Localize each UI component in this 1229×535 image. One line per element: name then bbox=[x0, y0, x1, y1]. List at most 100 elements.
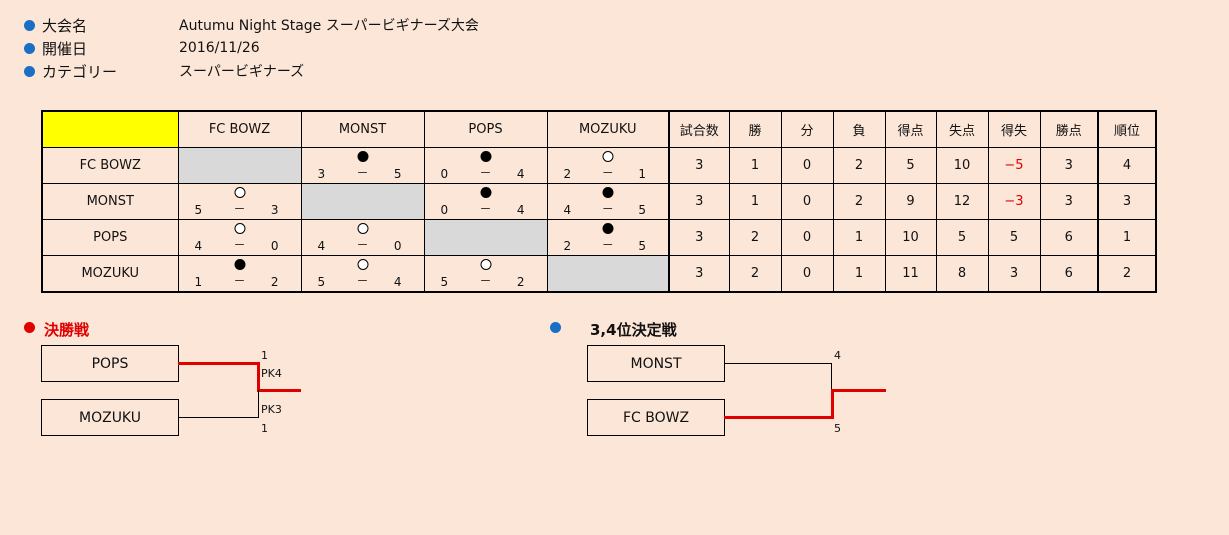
score-value: 5 bbox=[638, 203, 646, 217]
bracket-line bbox=[831, 363, 832, 391]
bullet-icon bbox=[24, 65, 35, 77]
bracket-line bbox=[724, 363, 832, 364]
info-row-category: カテゴリー スーパービギナーズ bbox=[24, 60, 304, 82]
win-circle-icon bbox=[357, 259, 368, 270]
column-header: 得点 bbox=[884, 110, 937, 148]
stat-goals-for: 11 bbox=[884, 255, 937, 293]
column-header: 試合数 bbox=[668, 110, 730, 148]
match-result-cell: 4－0 bbox=[177, 219, 302, 256]
score-value: 1 bbox=[194, 275, 203, 289]
win-circle-icon bbox=[480, 259, 491, 270]
stat-wins: 2 bbox=[728, 255, 782, 293]
score-value: 4 bbox=[516, 167, 525, 181]
score-value: 5 bbox=[194, 203, 203, 217]
header-row: FC BOWZ MONST POPS MOZUKU 試合数 勝 分 負 得点 失… bbox=[41, 110, 1157, 148]
score-separator: － bbox=[601, 238, 614, 252]
score-separator: － bbox=[356, 166, 369, 180]
stat-games: 3 bbox=[668, 255, 730, 293]
score-value: 2 bbox=[270, 275, 279, 289]
bullet-icon bbox=[24, 322, 35, 333]
score-value: 4 bbox=[563, 203, 572, 217]
stat-rank: 4 bbox=[1097, 147, 1157, 184]
stat-rank: 2 bbox=[1097, 255, 1157, 293]
stat-draws: 0 bbox=[780, 183, 834, 220]
winner-line bbox=[257, 362, 260, 392]
loss-circle-icon bbox=[602, 223, 614, 234]
score-value: 4 bbox=[393, 275, 402, 289]
stat-points: 3 bbox=[1039, 183, 1099, 220]
score-value: 2 bbox=[516, 275, 525, 289]
tournament-category: スーパービギナーズ bbox=[179, 64, 305, 80]
third-bottom-team: FC BOWZ bbox=[587, 399, 725, 436]
score-separator: － bbox=[233, 202, 246, 216]
bracket-line bbox=[258, 390, 259, 418]
stat-wins: 2 bbox=[728, 219, 782, 256]
stat-losses: 1 bbox=[832, 219, 886, 256]
column-header: POPS bbox=[423, 110, 548, 148]
column-header: 分 bbox=[780, 110, 834, 148]
loss-circle-icon bbox=[357, 151, 368, 162]
stat-draws: 0 bbox=[780, 219, 834, 256]
third-place-title: 3,4位決定戦 bbox=[590, 321, 677, 339]
stat-goal-diff: −5 bbox=[987, 147, 1041, 184]
stat-points: 6 bbox=[1039, 255, 1099, 293]
match-result-cell: 3－5 bbox=[300, 147, 425, 184]
stat-points: 3 bbox=[1039, 147, 1099, 184]
stat-goals-for: 5 bbox=[884, 147, 937, 184]
column-header: 負 bbox=[832, 110, 886, 148]
column-header: 得失 bbox=[987, 110, 1041, 148]
info-label: 大会名 bbox=[42, 16, 88, 35]
score-separator: － bbox=[233, 238, 246, 252]
win-circle-icon bbox=[357, 223, 368, 234]
score-value: 0 bbox=[393, 239, 402, 253]
win-circle-icon bbox=[602, 151, 614, 162]
column-header: FC BOWZ bbox=[177, 110, 302, 148]
info-label: 開催日 bbox=[42, 39, 88, 58]
self-match-cell bbox=[300, 183, 425, 220]
stat-losses: 2 bbox=[832, 147, 886, 184]
score-separator: － bbox=[356, 274, 369, 288]
stat-goal-diff: 5 bbox=[987, 219, 1041, 256]
self-match-cell bbox=[546, 255, 670, 293]
team-name: POPS bbox=[41, 219, 179, 256]
third-top-team: MONST bbox=[587, 345, 725, 382]
score-value: 5 bbox=[638, 239, 646, 253]
win-circle-icon bbox=[234, 223, 245, 234]
final-top-team: POPS bbox=[41, 345, 179, 382]
team-name: MOZUKU bbox=[41, 255, 179, 293]
column-header: 勝 bbox=[728, 110, 782, 148]
score-value: 0 bbox=[440, 167, 449, 181]
loss-circle-icon bbox=[480, 151, 491, 162]
win-circle-icon bbox=[234, 187, 245, 198]
stat-games: 3 bbox=[668, 183, 730, 220]
bullet-icon bbox=[24, 42, 35, 54]
match-result-cell: 0－4 bbox=[423, 183, 548, 220]
score-separator: － bbox=[479, 166, 492, 180]
match-result-cell: 0 － 4 bbox=[423, 147, 548, 184]
stat-goal-diff: −3 bbox=[987, 183, 1041, 220]
info-row-date: 開催日 2016/11/26 bbox=[24, 37, 260, 59]
stat-goals-against: 5 bbox=[935, 219, 989, 256]
stat-goal-diff: 3 bbox=[987, 255, 1041, 293]
score-value: 0 bbox=[440, 203, 449, 217]
team-name: MONST bbox=[41, 183, 179, 220]
score-separator: － bbox=[601, 202, 614, 216]
stat-points: 6 bbox=[1039, 219, 1099, 256]
match-result-cell: 5－4 bbox=[300, 255, 425, 293]
final-bottom-score: 1 bbox=[261, 422, 268, 435]
column-header: 失点 bbox=[935, 110, 989, 148]
column-header: 順位 bbox=[1097, 110, 1157, 148]
stat-wins: 1 bbox=[728, 183, 782, 220]
match-result-cell: 5－3 bbox=[177, 183, 302, 220]
team-name: FC BOWZ bbox=[41, 147, 179, 184]
final-top-score: 1 bbox=[261, 349, 268, 362]
stat-goals-for: 9 bbox=[884, 183, 937, 220]
stat-goals-against: 8 bbox=[935, 255, 989, 293]
corner-cell bbox=[41, 110, 179, 148]
final-title: 決勝戦 bbox=[44, 321, 90, 339]
match-result-cell: 2－1 bbox=[546, 147, 670, 184]
score-separator: － bbox=[233, 274, 246, 288]
tournament-date: 2016/11/26 bbox=[179, 40, 260, 56]
match-result-cell: 4－0 bbox=[300, 219, 425, 256]
